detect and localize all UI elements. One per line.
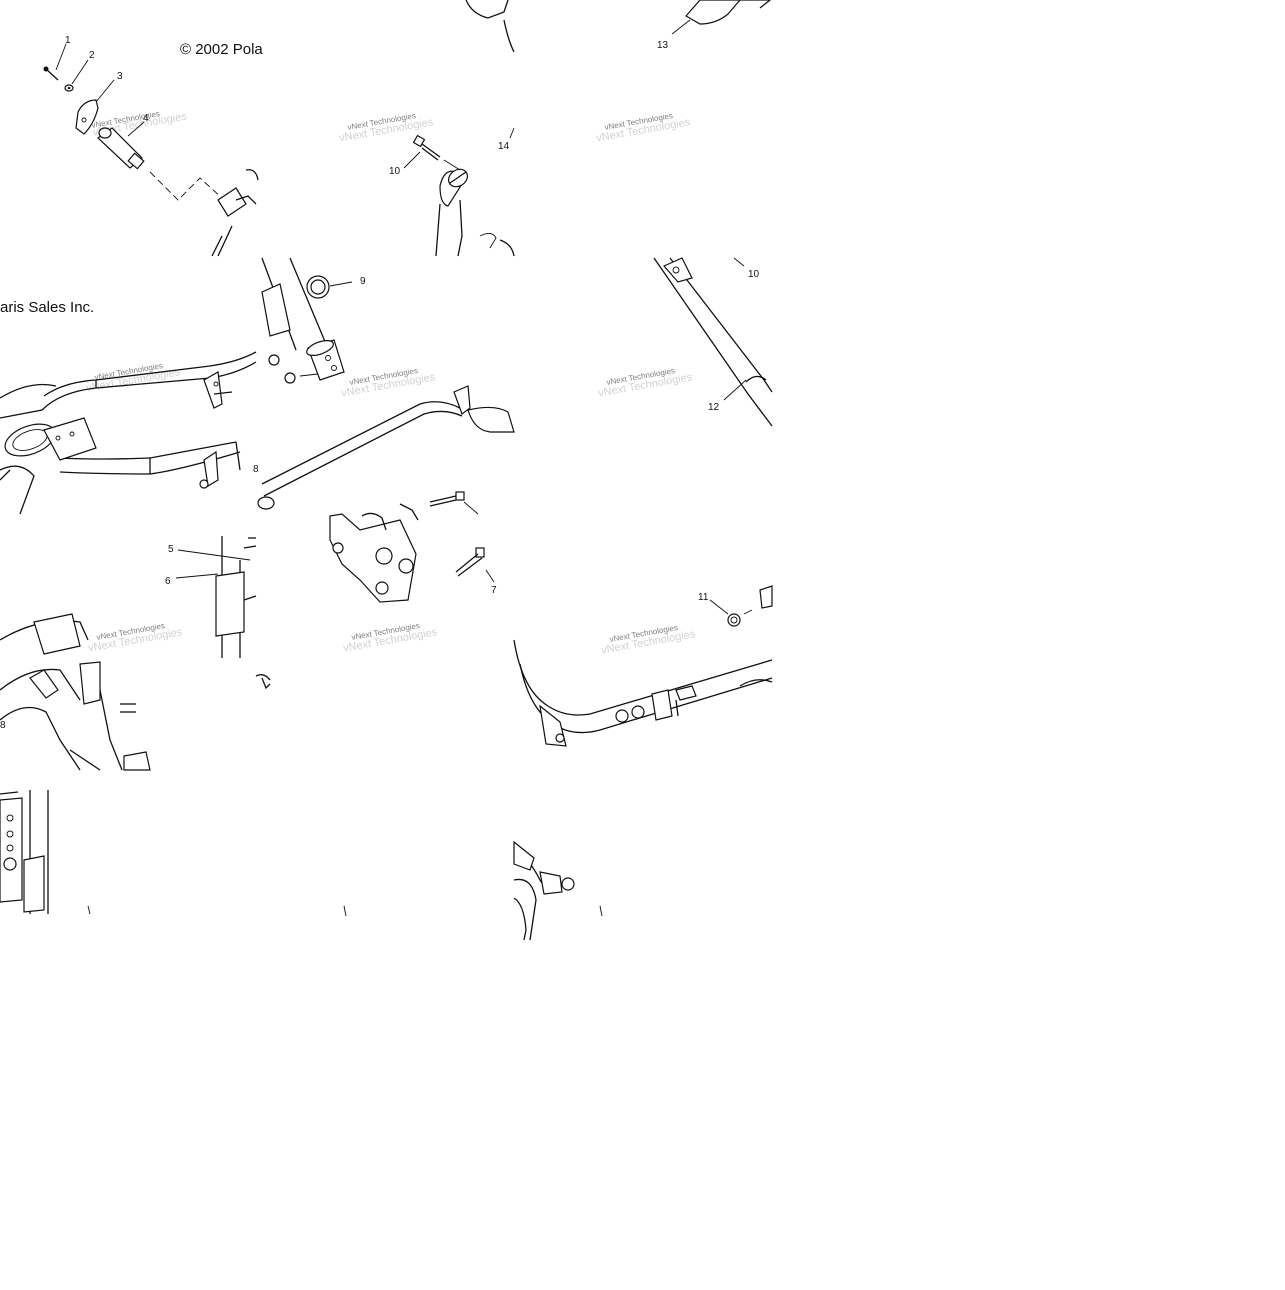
part-handlebar-frame <box>0 351 257 515</box>
callout-4: 4 <box>143 113 149 124</box>
callout-10a: 10 <box>389 166 401 177</box>
copyright-text-part1: © 2002 Pola <box>180 41 263 58</box>
tile-bottom-center <box>343 905 347 917</box>
tile-mid-right: 10 12 <box>653 257 773 427</box>
part-bolt-upper <box>429 491 465 507</box>
tile-mid-center: 9 <box>257 257 515 510</box>
tile-top-left: © 2002 Pola <box>43 35 263 257</box>
part-vertical-post <box>215 536 257 658</box>
callout-10b: 10 <box>748 269 760 280</box>
callout-13: 13 <box>657 40 669 51</box>
callout-7: 7 <box>491 585 497 596</box>
tile-bottom-left <box>0 790 91 915</box>
callout-6: 6 <box>165 576 171 587</box>
part-cover-plate <box>75 99 99 135</box>
part-post-base <box>0 790 49 914</box>
part-handlebar-fragment <box>211 169 259 257</box>
watermark: vNext Technologies vNext Technologies <box>340 366 436 399</box>
tile-lower-center: 7 <box>255 491 497 690</box>
part-frame-end <box>513 840 575 941</box>
callout-8a: 8 <box>253 464 259 475</box>
part-steering-post <box>435 168 515 257</box>
callout-5: 5 <box>168 544 174 555</box>
callout-2: 2 <box>89 50 95 61</box>
callout-1: 1 <box>65 35 71 46</box>
watermark: vNext Technologies vNext Technologies <box>600 623 696 656</box>
copyright-text-part2: aris Sales Inc. <box>0 299 94 316</box>
part-nut-11 <box>727 613 741 627</box>
watermark: vNext Technologies vNext Technologies <box>595 111 691 144</box>
part-bolt-7 <box>455 547 485 577</box>
tile-top-center: 10 14 <box>389 0 515 257</box>
tile-lower-right: 11 <box>513 585 773 747</box>
callout-9: 9 <box>360 276 366 287</box>
part-nut <box>306 275 330 299</box>
part-lower-frame <box>0 613 151 771</box>
part-washer <box>64 84 74 92</box>
watermark: vNext Technologies vNext Technologies <box>85 361 181 394</box>
part-hex-nut <box>268 354 296 384</box>
tile-mid-left: aris Sales Inc. 8 <box>0 299 259 515</box>
callout-14: 14 <box>498 141 510 152</box>
tile-bottom-right <box>513 840 603 941</box>
watermark: vNext Technologies vNext Technologies <box>87 621 183 654</box>
watermark: vNext Technologies vNext Technologies <box>597 366 693 399</box>
part-steering-column <box>261 257 345 381</box>
part-bolt <box>412 134 441 161</box>
callout-3: 3 <box>117 71 123 82</box>
tile-lower-left: 5 6 8 <box>0 536 257 771</box>
part-switch <box>97 127 145 170</box>
watermark: vNext Technologies vNext Technologies <box>342 621 438 654</box>
part-screw <box>43 66 59 81</box>
callout-12: 12 <box>708 402 720 413</box>
callout-11: 11 <box>698 592 709 603</box>
callout-8b: 8 <box>0 720 6 731</box>
part-mounting-bracket <box>329 503 419 603</box>
part-tie-rod <box>257 385 515 510</box>
tile-top-right: 13 <box>657 0 772 51</box>
part-frame-rail <box>513 639 773 747</box>
